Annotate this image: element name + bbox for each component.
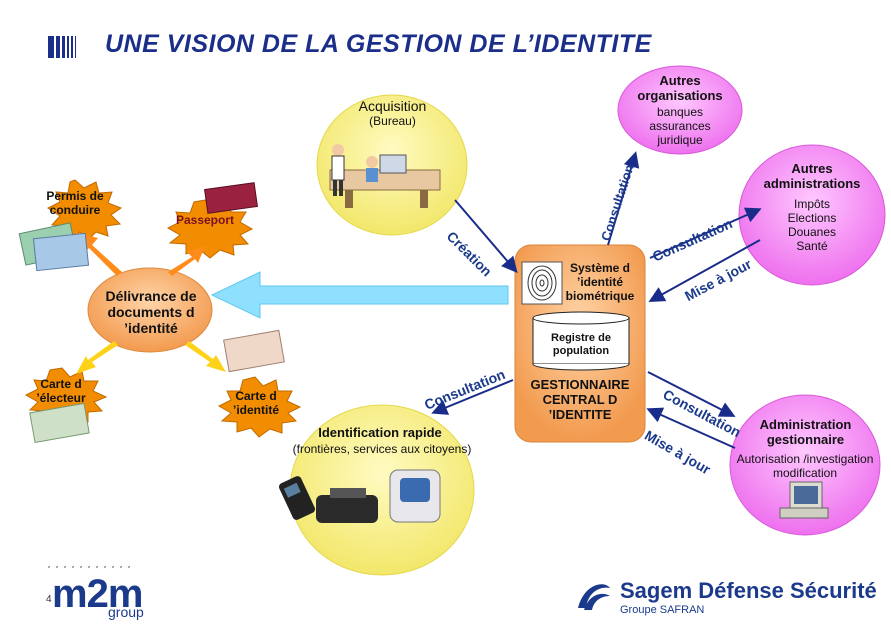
autres-organisations-item: banques [656,105,704,119]
registre-cylinder [532,311,630,371]
autres-organisations-bubble [617,65,743,155]
delivrance-arrow [210,271,509,319]
scanner-device-icon [316,488,378,523]
terminal-device-icon [278,476,316,520]
page-title: UNE VISION DE LA GESTION DE L’IDENTITE [105,30,652,58]
autres-organisations-item: assurances [649,119,711,133]
carte-electeur-image [29,402,90,444]
office-scene-icon [329,144,441,208]
permis-label: Permis de conduire [46,189,104,217]
autres-administrations-item: Elections [787,211,837,225]
administration-title: Administration gestionnaire [759,417,852,447]
autres-organisations-title: Autres organisations [637,73,723,103]
passeport-starburst [166,199,254,259]
identification-subtitle: (frontières, services aux citoyens) [292,442,472,456]
carte-identite-starburst [217,376,302,438]
passeport-label: Passeport [175,213,235,227]
autres-administrations-title: Autres administrations [763,161,861,191]
acquisition-title: Acquisition [358,98,427,114]
m2m-logo: m2m [52,572,143,616]
systeme-label: Système d ’identité biométrique [565,261,635,303]
sagem-logo-sub: Groupe SAFRAN [620,604,705,616]
central-label: GESTIONNAIRE CENTRAL D ’IDENTITE [530,377,630,422]
autres-administrations-item: Impôts [793,197,830,211]
fingerprint-icon [521,261,563,305]
autres-administrations-bubble [738,144,886,286]
sagem-logo-text: Sagem Défense Sécurité [620,578,877,603]
identification-title: Identification rapide [318,425,442,440]
delivrance-circle [87,267,213,353]
arrow-to-passeport [168,246,205,276]
arrow-consultation-ident [431,379,514,415]
arrow-to-carte-identite [185,341,226,372]
m2m-logo-sub: group [108,604,144,620]
arrow-consultation-gest [647,371,736,417]
passeport-image [204,182,258,214]
carte-electeur-label: Carte d ’électeur [36,377,86,405]
kiosk-device-icon [389,469,441,523]
arrow-to-admins [649,207,762,259]
delivrance-label: Délivrance de documents d ’identité [105,288,197,337]
page-number: 4 [46,594,52,605]
carte-identite-image [223,329,285,373]
title-bars-icon [48,36,78,58]
arrow-to-permis [75,232,122,276]
registre-label: Registre de population [551,332,611,357]
arrow-to-carte-electeur [76,341,118,374]
permis-card-image [18,222,90,272]
arrow-mise-a-jour-gest [646,407,736,449]
sagem-logo-icon [574,578,614,614]
autres-administrations-item: Santé [796,239,828,253]
autres-organisations-item: juridique [657,133,703,147]
autres-administrations-item: Douanes [787,225,837,239]
computer-icon [779,481,829,519]
administration-subtitle: Autorisation /investigation modification [736,452,874,480]
acquisition-subtitle: (Bureau) [369,114,416,128]
administration-gestionnaire-bubble [729,394,881,536]
arrow-consultation-orgs [607,151,640,246]
arrow-creation [454,199,518,274]
arrow-from-admins [648,239,761,302]
carte-identite-label: Carte d ’identité [232,389,279,417]
